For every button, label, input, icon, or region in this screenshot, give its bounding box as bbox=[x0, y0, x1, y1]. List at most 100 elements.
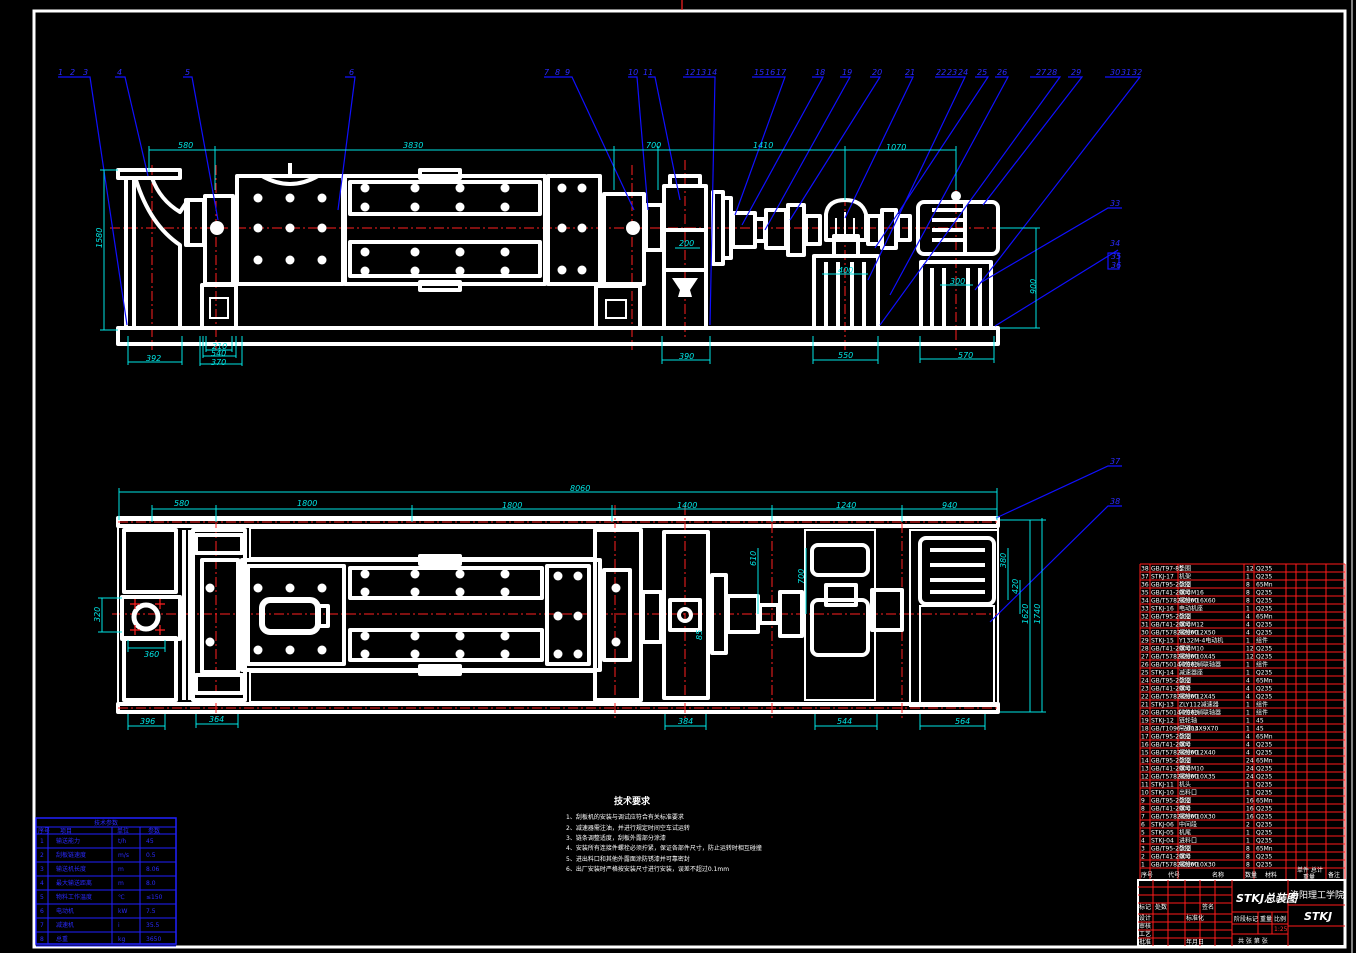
parts-cell: 19 bbox=[1141, 718, 1149, 725]
parts-cell: GB/T41-2000 bbox=[1151, 766, 1191, 773]
tail-bearing bbox=[200, 194, 238, 330]
svg-text:27: 27 bbox=[1036, 68, 1047, 77]
parts-cell: STKJ-15 bbox=[1151, 638, 1174, 645]
svg-text:阶段标记: 阶段标记 bbox=[1234, 915, 1258, 923]
svg-text:14: 14 bbox=[707, 68, 717, 77]
parts-cell: 1 bbox=[1246, 670, 1250, 677]
parts-cell: Q235 bbox=[1256, 766, 1272, 773]
param-cell: ≤150 bbox=[146, 894, 163, 901]
svg-text:7: 7 bbox=[544, 68, 550, 77]
parts-cell: Q235 bbox=[1256, 822, 1272, 829]
parts-cell: GB/T5782-2000 bbox=[1151, 630, 1198, 637]
parts-cell: 8 bbox=[1246, 590, 1250, 597]
parts-cell: 38 bbox=[1141, 566, 1149, 573]
parts-cell: 65Mn bbox=[1256, 734, 1273, 741]
svg-text:参数: 参数 bbox=[148, 827, 160, 835]
svg-text:396: 396 bbox=[140, 717, 155, 726]
svg-text:370: 370 bbox=[211, 358, 226, 367]
svg-text:1800: 1800 bbox=[297, 499, 317, 508]
bolt-hole bbox=[557, 265, 567, 275]
bolt-hole bbox=[317, 193, 327, 203]
param-cell: 5 bbox=[40, 894, 44, 901]
bolt-hole bbox=[455, 266, 465, 276]
param-cell: 6 bbox=[40, 908, 44, 915]
parts-cell: 4 bbox=[1246, 694, 1250, 701]
parts-cell: STKJ-16 bbox=[1151, 606, 1174, 613]
bolt-hole bbox=[360, 649, 370, 659]
parts-cell: 11 bbox=[1141, 782, 1149, 789]
callout-37: 37 bbox=[1110, 457, 1121, 466]
parts-cell: 35 bbox=[1141, 590, 1149, 597]
svg-text:29: 29 bbox=[1071, 68, 1081, 77]
parts-cell: 14 bbox=[1141, 758, 1149, 765]
svg-text:22: 22 bbox=[936, 68, 946, 77]
parts-cell: 34 bbox=[1141, 598, 1149, 605]
parts-cell: 24 bbox=[1246, 766, 1254, 773]
parts-cell: Q235 bbox=[1256, 646, 1272, 653]
tech-req-item: 5、进出料口和其他外露面涂防锈漆并可靠密封 bbox=[566, 855, 690, 863]
parts-cell: 4 bbox=[1246, 734, 1250, 741]
parts-cell: 4 bbox=[1246, 678, 1250, 685]
parts-cell: 37 bbox=[1141, 574, 1149, 581]
parts-cell: 组件 bbox=[1256, 709, 1268, 717]
svg-text:5: 5 bbox=[185, 68, 190, 77]
svg-text:550: 550 bbox=[838, 351, 853, 360]
svg-text:处数: 处数 bbox=[1155, 903, 1167, 911]
param-cell: t/h bbox=[118, 838, 126, 845]
plan-view bbox=[112, 505, 1000, 720]
bolt-hole bbox=[500, 247, 510, 257]
svg-text:210: 210 bbox=[212, 342, 227, 351]
parts-cell: Q235 bbox=[1256, 686, 1272, 693]
parts-cell: 17 bbox=[1141, 734, 1149, 741]
parts-cell: Q235 bbox=[1256, 790, 1272, 797]
svg-text:标准化: 标准化 bbox=[1186, 914, 1204, 922]
svg-text:1580: 1580 bbox=[95, 228, 104, 248]
svg-text:12: 12 bbox=[685, 68, 695, 77]
parts-cell: 垫圈 bbox=[1179, 733, 1191, 741]
parts-cell: Q235 bbox=[1256, 814, 1272, 821]
parts-cell: Q235 bbox=[1256, 830, 1272, 837]
parts-cell: 3 bbox=[1141, 846, 1145, 853]
bolt-hole bbox=[317, 583, 327, 593]
tech-req-title: 技术要求 bbox=[614, 795, 651, 807]
parts-cell: 24 bbox=[1141, 678, 1149, 685]
bolt-holes bbox=[253, 183, 587, 276]
svg-text:364: 364 bbox=[209, 715, 224, 724]
svg-text:17: 17 bbox=[776, 68, 787, 77]
svg-text:3830: 3830 bbox=[403, 141, 423, 150]
parts-cell: 组件 bbox=[1256, 661, 1268, 669]
svg-text:33: 33 bbox=[1110, 199, 1120, 208]
parts-cell: 27 bbox=[1141, 654, 1149, 661]
parts-cell: Q235 bbox=[1256, 574, 1272, 581]
bolt-hole bbox=[577, 183, 587, 193]
parts-cell: 出料口 bbox=[1179, 789, 1197, 797]
bolt-hole bbox=[360, 247, 370, 257]
param-cell: m bbox=[118, 880, 124, 887]
bolt-hole bbox=[553, 571, 563, 581]
param-cell: 电动机 bbox=[56, 907, 74, 915]
parts-cell: 垫圈 bbox=[1179, 757, 1191, 765]
parts-cell: STKJ-10 bbox=[1151, 790, 1174, 797]
svg-text:1620: 1620 bbox=[1021, 604, 1030, 624]
drive-plan bbox=[710, 529, 999, 707]
param-cell: 刮板链速度 bbox=[56, 851, 86, 859]
svg-text:940: 940 bbox=[942, 501, 957, 510]
svg-text:420: 420 bbox=[1011, 579, 1020, 594]
svg-text:1800: 1800 bbox=[502, 501, 522, 510]
parts-cell: Q235 bbox=[1256, 654, 1272, 661]
parts-cell: GB/T1096-2003 bbox=[1151, 726, 1198, 733]
